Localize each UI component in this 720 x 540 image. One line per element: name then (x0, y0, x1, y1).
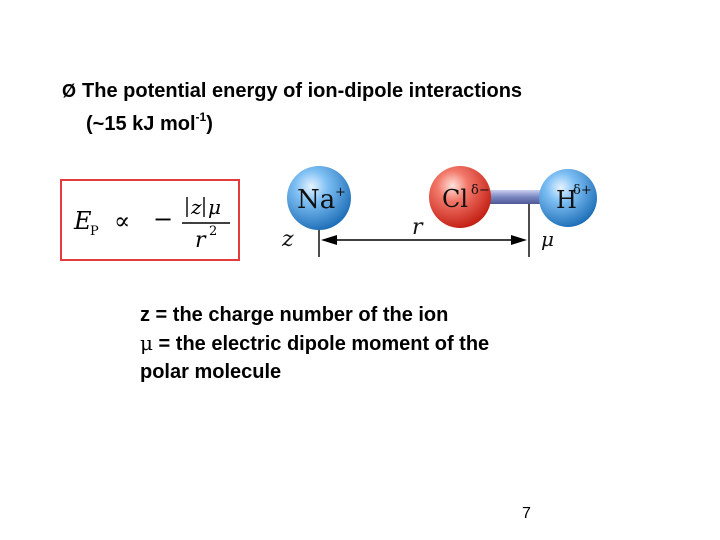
bullet-subtext: (~15 kJ mol-1) (62, 104, 522, 137)
z-label: z (281, 227, 294, 252)
definition-mu-continued: polar molecule (140, 358, 489, 386)
formula-denominator-exp: 2 (209, 224, 217, 239)
definition-mu-text: = the electric dipole moment of the (153, 333, 489, 355)
formula-denominator-r: r (195, 228, 207, 253)
diagram-svg: Na + Cl δ− H δ+ z r μ (275, 160, 610, 260)
formula-numerator-mu: μ (208, 195, 221, 219)
arrowhead-left-icon (321, 235, 337, 245)
cl-label: Cl (442, 185, 468, 213)
formula-numerator-z: z (190, 195, 202, 219)
arrow-bullet-icon: Ø (62, 81, 76, 101)
definition-z: z = the charge number of the ion (140, 301, 489, 329)
na-charge: + (335, 185, 346, 200)
energy-exponent: -1 (196, 110, 207, 124)
definitions-block: z = the charge number of the ion μ = the… (140, 301, 489, 386)
formula-minus: − (153, 205, 173, 233)
page-number: 7 (522, 505, 531, 523)
bullet-text: The potential energy of ion-dipole inter… (82, 80, 522, 102)
energy-close: ) (206, 113, 213, 135)
definition-mu: μ = the electric dipole moment of the (140, 329, 489, 358)
formula-equation: E P ∝ − z μ r 2 (62, 181, 238, 259)
formula-subscript: P (90, 224, 99, 239)
ion-dipole-diagram: Na + Cl δ− H δ+ z r μ (275, 160, 610, 260)
mu-symbol: μ (140, 331, 153, 355)
formula-box: E P ∝ − z μ r 2 (60, 179, 240, 261)
arrowhead-right-icon (511, 235, 527, 245)
cl-charge: δ− (471, 183, 490, 198)
mu-label: μ (541, 227, 554, 251)
bullet-point: Ø The potential energy of ion-dipole inte… (62, 78, 522, 137)
r-label: r (412, 215, 424, 240)
h-charge: δ+ (573, 183, 592, 198)
energy-value: (~15 kJ mol (86, 113, 196, 135)
formula-proportional: ∝ (114, 207, 130, 235)
na-label: Na (297, 185, 335, 215)
